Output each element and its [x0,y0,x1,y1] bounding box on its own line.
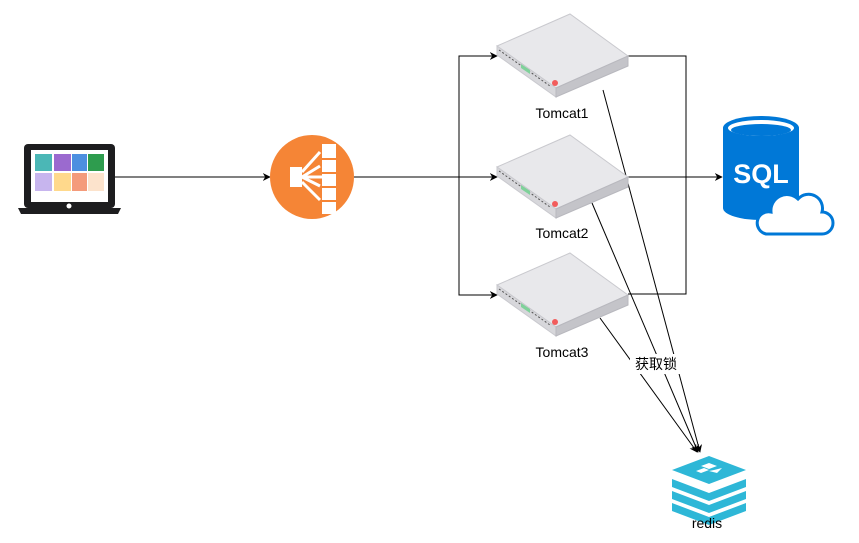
edge-load-balancer-to-tomcat1 [458,52,498,177]
tomcat1-label: Tomcat1 [536,105,589,121]
server-icon [495,252,629,337]
load-balancer-icon [270,135,354,219]
tomcat1-node: Tomcat1 [495,13,629,121]
tomcat3-label: Tomcat3 [536,344,589,360]
edge-tomcat3-to-database [628,177,687,295]
redis-label: redis [692,515,722,531]
server-icon [495,13,629,98]
edge-label-acquire-lock: 获取锁 [630,354,682,374]
client-laptop [18,144,121,214]
sql-database-cloud-icon: SQL [723,116,835,236]
load-balancer [270,135,354,219]
edge-tomcat1-to-redis [602,89,703,453]
edge-tomcat2-to-redis [591,202,699,453]
redis-node: redis [672,456,746,531]
tomcat2-node: Tomcat2 [495,134,629,241]
database-node: SQL [723,116,835,236]
edge-tomcat1-to-database [628,55,687,177]
edges [115,52,723,453]
edge-label-text: 获取锁 [635,357,677,373]
laptop-icon [18,144,121,214]
redis-icon [672,456,746,525]
server-icon [495,134,629,219]
tomcat2-label: Tomcat2 [536,225,589,241]
edge-tomcat3-to-redis [599,317,698,453]
edge-load-balancer-to-tomcat3 [458,177,498,299]
database-text: SQL [733,159,789,189]
tomcat3-node: Tomcat3 [495,252,629,360]
